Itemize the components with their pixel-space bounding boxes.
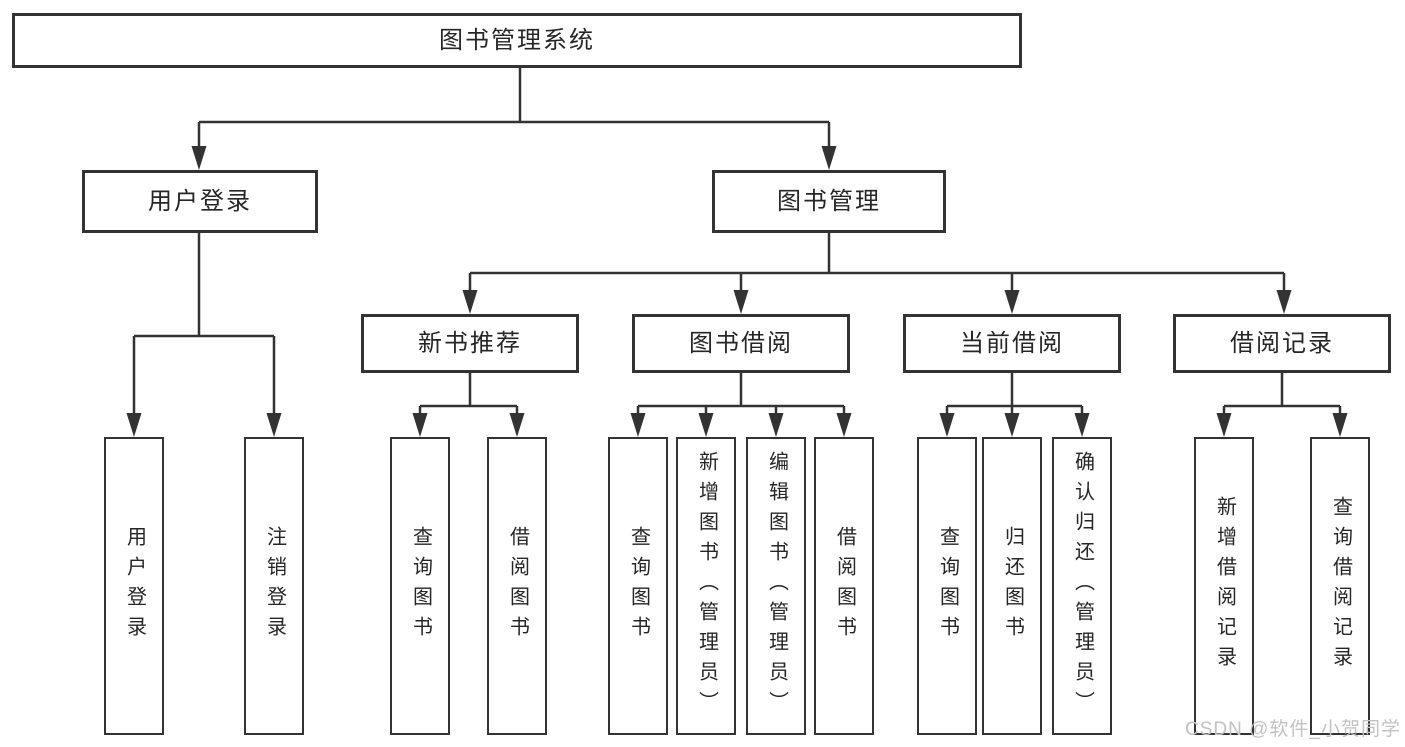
arrow-down-icon (836, 413, 852, 437)
arrow-down-icon (1004, 290, 1020, 314)
arrow-down-icon (126, 413, 142, 437)
node-user-login: 用户登录 (82, 170, 318, 233)
node-book-management: 图书管理 (712, 170, 946, 233)
watermark: CSDN @软件_小贺同学 (1185, 719, 1401, 740)
connector-user-login (132, 233, 276, 417)
node-borrow-record: 借阅记录 (1173, 314, 1391, 373)
leaf-borrow-book: 借阅图书 (814, 437, 874, 735)
arrow-down-icon (1332, 413, 1348, 437)
leaf-query-borrow-record: 查询借阅记录 (1310, 437, 1370, 735)
connector-current-borrow (945, 373, 1084, 417)
arrow-down-icon (821, 146, 837, 170)
connector-new-book-recommend (418, 373, 519, 417)
node-new-book-recommend: 新书推荐 (361, 314, 579, 373)
connector-book-management (468, 233, 1286, 294)
arrow-down-icon (1004, 413, 1020, 437)
arrowheads (126, 146, 1348, 437)
node-library-system: 图书管理系统 (12, 13, 1022, 68)
arrow-down-icon (1276, 290, 1292, 314)
leaf-borrow-book-recommend: 借阅图书 (487, 437, 547, 735)
connector-borrow-record (1222, 373, 1342, 417)
leaf-logout-login: 注销登录 (244, 437, 304, 735)
connector-book-borrow (636, 373, 846, 417)
leaf-return-book: 归还图书 (982, 437, 1042, 735)
arrow-down-icon (1074, 413, 1090, 437)
node-book-borrow: 图书借阅 (632, 314, 850, 373)
connector-root (197, 68, 831, 150)
leaf-confirm-return-admin: 确认归还（管理员） (1052, 437, 1112, 735)
leaf-query-book-current: 查询图书 (917, 437, 977, 735)
arrow-down-icon (733, 290, 749, 314)
arrow-down-icon (191, 146, 207, 170)
leaf-add-borrow-record: 新增借阅记录 (1194, 437, 1254, 735)
leaf-add-book-admin: 新增图书（管理员） (676, 437, 736, 735)
arrow-down-icon (509, 413, 525, 437)
arrow-down-icon (462, 290, 478, 314)
arrow-down-icon (698, 413, 714, 437)
arrow-down-icon (412, 413, 428, 437)
arrow-down-icon (1216, 413, 1232, 437)
arrow-down-icon (939, 413, 955, 437)
arrow-down-icon (768, 413, 784, 437)
node-current-borrow: 当前借阅 (903, 314, 1121, 373)
leaf-edit-book-admin: 编辑图书（管理员） (746, 437, 806, 735)
leaf-query-book-recommend: 查询图书 (390, 437, 450, 735)
arrow-down-icon (266, 413, 282, 437)
arrow-down-icon (630, 413, 646, 437)
leaf-query-book-borrow: 查询图书 (608, 437, 668, 735)
leaf-user-login: 用户登录 (104, 437, 164, 735)
